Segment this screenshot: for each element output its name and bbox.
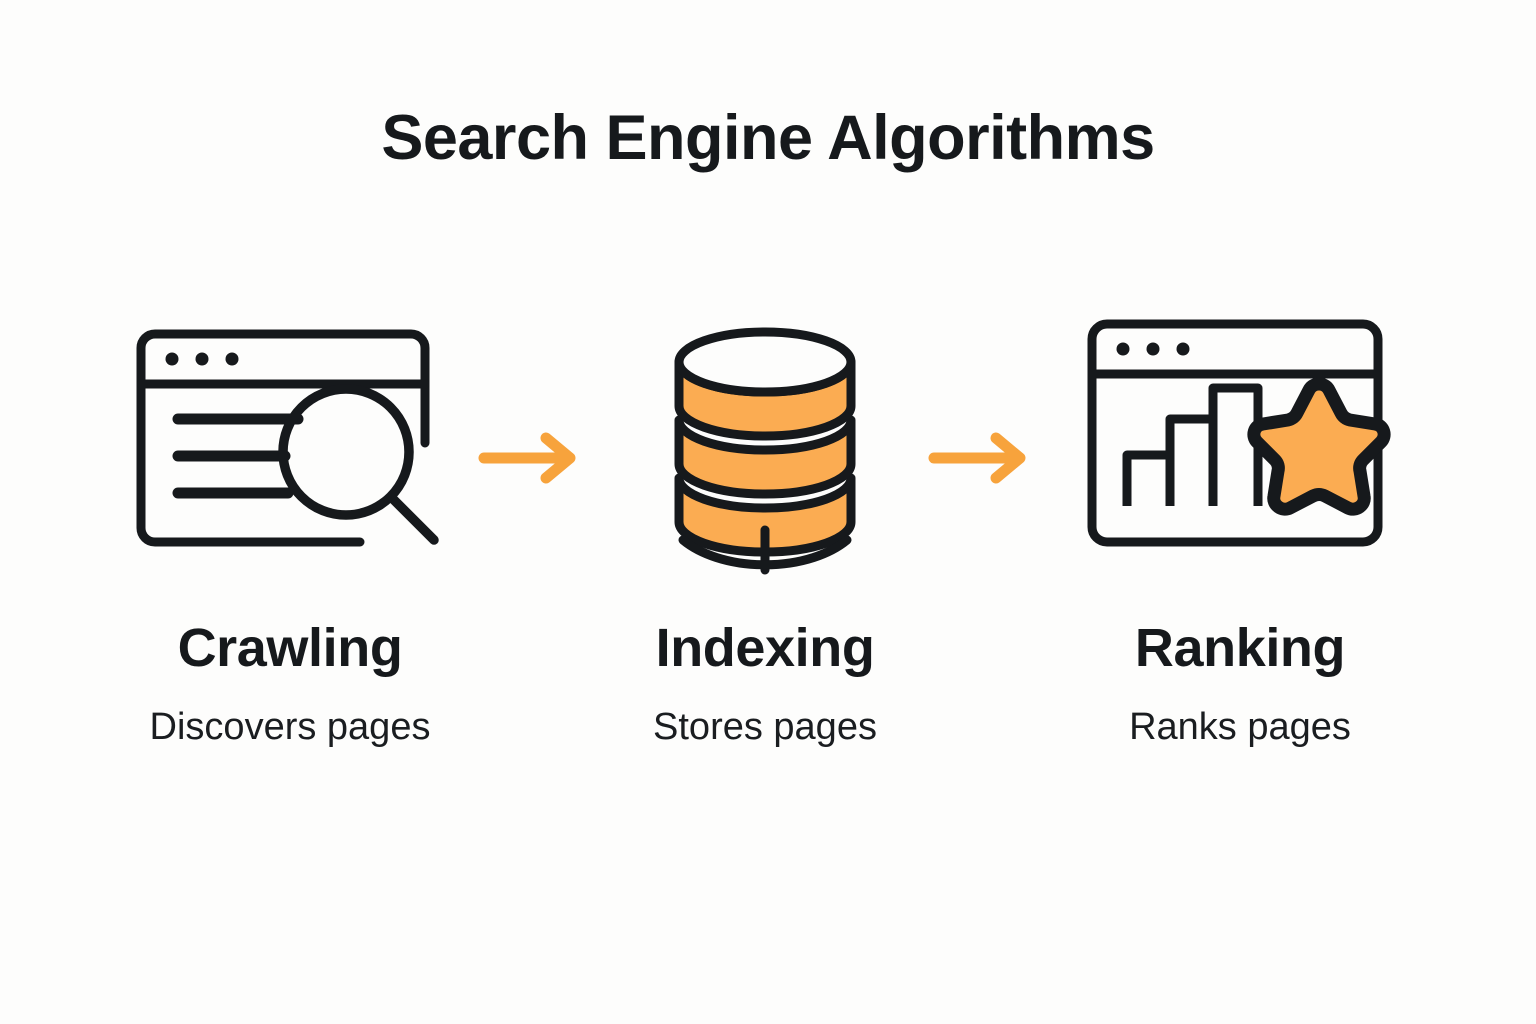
- database-cylinder-icon: [674, 327, 856, 575]
- caption-indexing: Indexing Stores pages: [555, 618, 975, 750]
- db-top-ellipse: [674, 327, 856, 397]
- step-captions: Crawling Discovers pages Indexing Stores…: [0, 618, 1536, 838]
- step-crawling: [130, 300, 450, 600]
- bar-chart-icon: [1122, 383, 1263, 506]
- browser-window-search-icon: [136, 329, 439, 547]
- ranking-icon-wrap: [1080, 300, 1400, 590]
- arrow-right-icon: [478, 432, 576, 484]
- step-indexing: [605, 300, 925, 600]
- caption-ranking: Ranking Ranks pages: [1030, 618, 1450, 750]
- caption-title-indexing: Indexing: [655, 618, 875, 678]
- content-lines: [172, 413, 304, 499]
- browser-window-chart-star-icon: [1087, 319, 1391, 547]
- caption-subtitle-crawling: Discovers pages: [149, 706, 431, 749]
- caption-subtitle-indexing: Stores pages: [653, 706, 877, 749]
- window-dots: [165, 352, 239, 366]
- crawling-icon-wrap: [130, 300, 450, 590]
- indexing-icon-wrap: [605, 300, 925, 590]
- db-stand: [678, 525, 852, 575]
- window-dots: [1116, 342, 1190, 356]
- connector-arrow-1: [470, 428, 590, 488]
- page-title: Search Engine Algorithms: [381, 103, 1155, 173]
- arrow-right-icon: [928, 432, 1026, 484]
- caption-crawling: Crawling Discovers pages: [80, 618, 500, 750]
- star-icon: [1247, 377, 1391, 516]
- magnifier: [278, 384, 439, 545]
- caption-title-ranking: Ranking: [1134, 618, 1346, 678]
- caption-title-crawling: Crawling: [177, 618, 403, 678]
- process-flow: [0, 300, 1536, 600]
- caption-subtitle-ranking: Ranks pages: [1129, 706, 1351, 749]
- connector-arrow-2: [920, 428, 1040, 488]
- db-band-middle: [674, 415, 856, 499]
- db-band-bottom: [674, 473, 856, 557]
- step-ranking: [1080, 300, 1400, 600]
